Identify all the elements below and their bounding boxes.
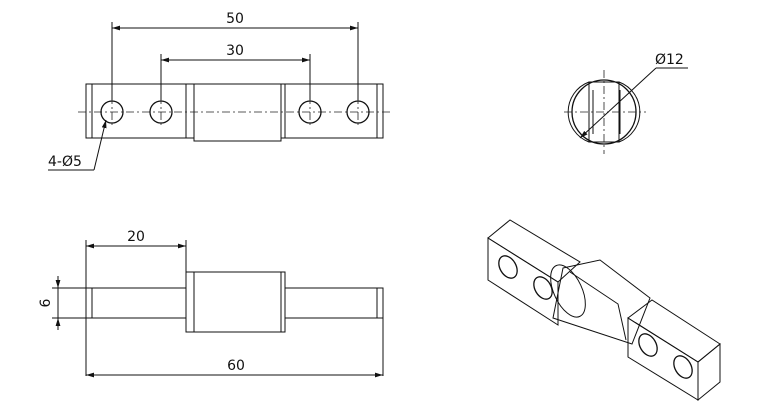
dim-top-overall: 50: [226, 11, 244, 27]
end-view: Ø12: [564, 52, 688, 154]
top-holes: [100, 96, 370, 128]
dim-end-diameter: Ø12: [655, 52, 684, 68]
top-right-flat: [284, 83, 384, 139]
front-view: 20 60 6: [38, 229, 384, 378]
dim-top-inner: 30: [226, 43, 244, 59]
top-middle-cylinder: [193, 83, 282, 142]
dim-front-overall: 60: [227, 358, 245, 374]
dim-front-height: 6: [38, 298, 54, 307]
top-view: 50 30 4-Ø5: [48, 11, 392, 171]
isometric-view: [487, 219, 721, 402]
dim-front-left-length: 20: [127, 229, 145, 245]
dim-holes-callout: 4-Ø5: [48, 154, 82, 170]
